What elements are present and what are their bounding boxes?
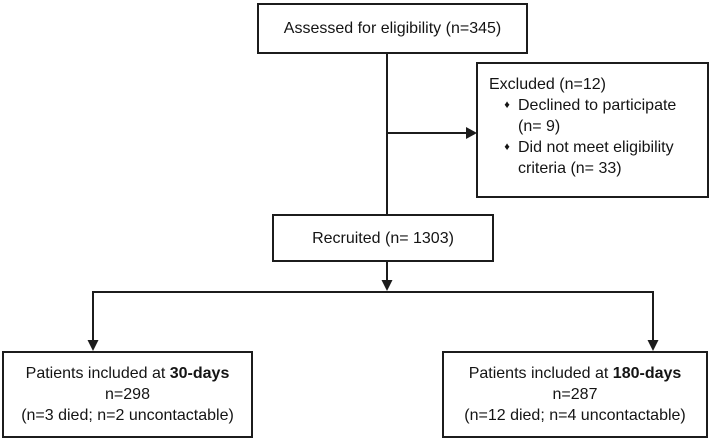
recruited-box: Recruited (n= 1303) <box>272 214 494 262</box>
included-180days-box: Patients included at 180-days n=287 (n=1… <box>442 351 708 438</box>
excluded-item-declined-label: Declined to participate (n= 9) <box>518 97 677 135</box>
assessed-eligibility-label: Assessed for eligibility (n=345) <box>283 20 502 37</box>
included-30days-timepoint: 30-days <box>169 365 230 382</box>
arrowhead-excluded <box>466 127 477 139</box>
arrowhead-180days <box>647 340 659 351</box>
included-180days-title: Patients included at 180-days <box>469 363 682 384</box>
assessed-eligibility-box: Assessed for eligibility (n=345) <box>257 3 528 54</box>
excluded-title: Excluded (n=12) <box>489 76 606 93</box>
diamond-bullet-icon: ♦ <box>504 141 510 153</box>
diamond-bullet-icon: ♦ <box>504 99 510 111</box>
excluded-box: Excluded (n=12) ♦ Declined to participat… <box>476 62 709 198</box>
included-30days-note: (n=3 died; n=2 uncontactable) <box>21 407 234 424</box>
excluded-item-criteria: ♦ Did not meet eligibility criteria (n= … <box>489 137 703 179</box>
included-30days-count: n=298 <box>105 386 150 403</box>
excluded-item-criteria-label: Did not meet eligibility criteria (n= 33… <box>518 139 674 177</box>
included-180days-note: (n=12 died; n=4 uncontactable) <box>464 407 686 424</box>
included-30days-box: Patients included at 30-days n=298 (n=3 … <box>2 351 253 438</box>
included-30days-title: Patients included at 30-days <box>26 363 230 384</box>
excluded-item-declined: ♦ Declined to participate (n= 9) <box>489 95 703 137</box>
included-30days-prefix: Patients included at <box>25 365 170 382</box>
arrowhead-30days <box>87 340 99 351</box>
recruited-label: Recruited (n= 1303) <box>312 229 454 247</box>
included-180days-prefix: Patients included at <box>468 365 613 382</box>
arrowhead-branch <box>381 280 393 291</box>
included-180days-timepoint: 180-days <box>612 365 682 382</box>
included-180days-count: n=287 <box>552 386 598 403</box>
